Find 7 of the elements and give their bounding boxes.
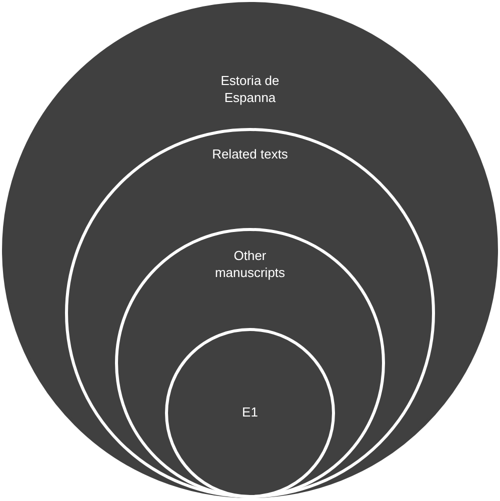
node-label: Estoria de Espanna bbox=[220, 73, 280, 107]
node-label: Other manuscripts bbox=[214, 248, 286, 282]
circle-region bbox=[65, 128, 435, 498]
node-label: E1 bbox=[241, 404, 259, 422]
circle-region bbox=[165, 328, 335, 498]
node-label: Related texts bbox=[211, 146, 289, 164]
circle-region bbox=[115, 228, 385, 498]
